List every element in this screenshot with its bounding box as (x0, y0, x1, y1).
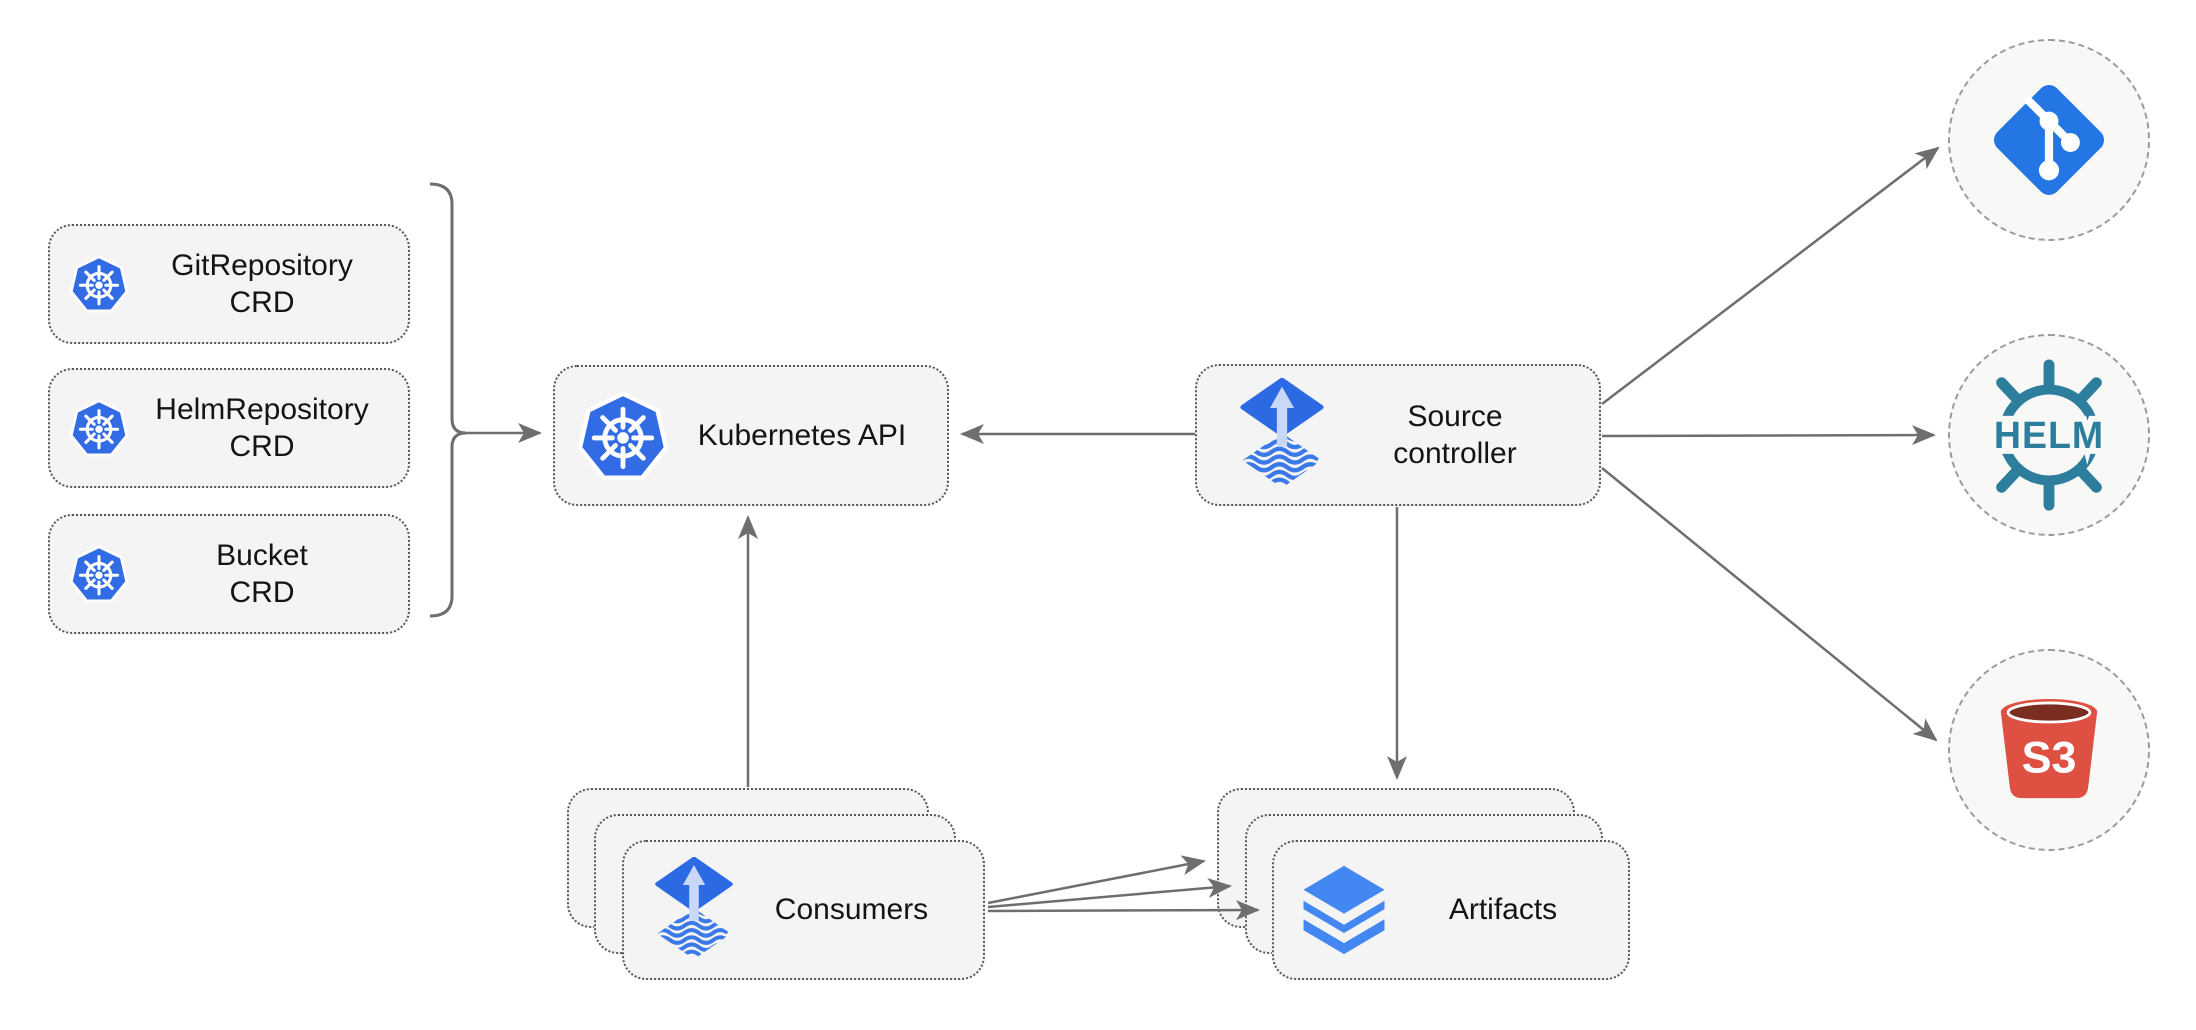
node-helm-remote: HELM (1948, 334, 2150, 536)
s3-wordmark: S3 (2022, 732, 2077, 782)
node-label: Artifacts (1448, 893, 1558, 927)
s3-bucket-icon: S3 (2000, 699, 2098, 799)
arrow-source-to-s3-remote (1601, 467, 1938, 742)
node-helmrepository-crd: HelmRepository CRD (48, 368, 410, 488)
node-kubernetes-api: Kubernetes API (553, 365, 949, 506)
git-icon (1994, 85, 2104, 195)
node-label: HelmRepository CRD (155, 392, 369, 464)
crd-group-bracket (429, 182, 467, 618)
node-consumers: Consumers (622, 840, 985, 980)
helm-icon: HELM (1988, 359, 2109, 511)
node-label: Consumers (774, 893, 929, 927)
arrow-source-to-git-remote (1601, 146, 1940, 405)
helm-wordmark: HELM (1994, 414, 2104, 456)
node-artifacts: Artifacts (1272, 840, 1630, 980)
kubernetes-icon (69, 399, 129, 457)
arrow-consumers-to-artifacts-2 (987, 877, 1232, 909)
node-gitrepository-crd: GitRepository CRD (48, 224, 410, 344)
arrow-source-to-helm-remote (1601, 425, 1936, 446)
kubernetes-icon (69, 545, 129, 603)
flux-icon (1240, 377, 1324, 488)
node-git-remote (1948, 39, 2150, 241)
arrow-consumers-to-artifacts-1 (987, 855, 1206, 905)
node-source-controller: Source controller (1195, 364, 1601, 506)
node-bucket-crd: Bucket CRD (48, 514, 410, 634)
node-label: Bucket CRD (216, 538, 308, 610)
node-label: Source controller (1393, 399, 1517, 471)
node-s3-remote: S3 (1948, 649, 2150, 851)
flux-icon (655, 856, 733, 959)
node-label: Kubernetes API (697, 418, 907, 452)
node-label: GitRepository CRD (171, 248, 353, 320)
kubernetes-icon (577, 390, 669, 480)
kubernetes-icon (69, 255, 129, 313)
layers-icon (1303, 865, 1385, 955)
